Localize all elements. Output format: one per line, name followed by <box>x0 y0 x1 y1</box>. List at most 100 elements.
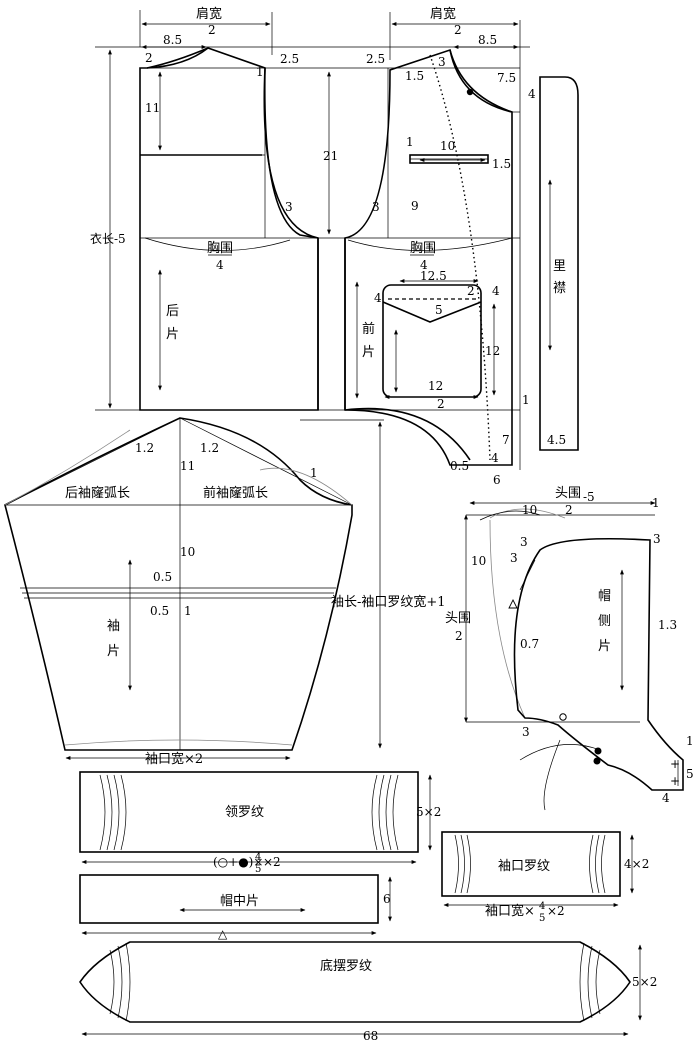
label-body-length: 衣长-5 <box>90 231 126 246</box>
sleeve-labels: 1.2 1.2 11 1 后袖窿弧长 前袖窿弧长 10 0.5 0.5 1 袖 … <box>65 441 446 767</box>
dim-0-5-c: 0.5 <box>150 604 169 618</box>
label-hem-rib: 底摆罗纹 <box>320 958 372 974</box>
dim-1-a: 1 <box>256 65 264 79</box>
dim-1-c: 1 <box>522 393 530 407</box>
label-shoulder-front: 肩宽 <box>430 6 456 22</box>
front-piece-outline <box>344 48 513 466</box>
dim-2-b: 2 <box>454 23 462 37</box>
dim-cuff-4x2: 4×2 <box>624 857 649 871</box>
label-collar-formula-end: ×2 <box>263 855 281 869</box>
dim-1-5-a: 1.5 <box>405 69 424 83</box>
body-labels: 肩宽 肩宽 2 2 8.5 8.5 2 2.5 2.5 1 1.5 3 7.5 … <box>90 6 566 487</box>
dim-1-g: 1 <box>686 734 694 748</box>
dim-3-a: 3 <box>438 55 446 69</box>
hood-side-outline <box>513 537 684 791</box>
dim-10-b: 10 <box>180 545 195 559</box>
dim-1-e: 1 <box>184 604 192 618</box>
label-chest-front-den: 4 <box>420 258 428 272</box>
svg-text:+: + <box>670 757 680 771</box>
collar-frac-den: 5 <box>255 864 261 875</box>
dim-4-c: 4 <box>492 284 500 298</box>
hood-center-piece: 帽中片 6 △ <box>79 874 392 941</box>
dim-1-b: 1 <box>406 135 414 149</box>
collar-rib-piece: 领罗纹 5×2 (○+●)× 4 5 ×2 <box>79 771 441 875</box>
label-hood-side-3: 片 <box>598 639 611 654</box>
dim-6: 6 <box>493 473 501 487</box>
dim-1-3: 1.3 <box>658 618 677 632</box>
body-draft <box>95 10 579 470</box>
dim-4-b: 4 <box>374 291 382 305</box>
dim-21: 21 <box>323 149 338 163</box>
label-hood-center: 帽中片 <box>220 893 259 909</box>
dim-12-a: 12 <box>485 344 500 358</box>
cuff-frac-den: 5 <box>539 913 545 924</box>
dim-4-e: 4 <box>662 791 670 805</box>
dim-4-d: 4 <box>491 451 499 465</box>
sleeve-outline <box>4 417 353 751</box>
dim-2-e: 2 <box>437 397 445 411</box>
cuff-frac-num: 4 <box>539 901 545 912</box>
dim-0-5-a: 0.5 <box>450 459 469 473</box>
dim-2-f: 2 <box>565 503 573 517</box>
label-sleeve-1: 袖 <box>107 619 120 634</box>
lining-piece <box>539 76 579 451</box>
label-lining-1: 里 <box>553 259 566 274</box>
collar-frac-num: 4 <box>255 852 261 863</box>
back-piece-outline <box>139 47 319 411</box>
dim-12-5: 12.5 <box>420 269 447 283</box>
dim-hem-5x2: 5×2 <box>632 975 657 989</box>
hem-rib-piece: 底摆罗纹 5×2 68 <box>79 941 657 1043</box>
dim-2-d: 2 <box>467 284 475 298</box>
label-back-1: 后 <box>166 304 179 319</box>
dim-12-b: 12 <box>428 379 443 393</box>
label-front-armhole: 前袖窿弧长 <box>203 485 268 501</box>
dim-3-c: 3 <box>372 200 380 214</box>
label-front-2: 片 <box>362 345 375 360</box>
dim-9: 9 <box>411 199 419 213</box>
label-cuff-width: 袖口宽×2 <box>145 751 203 767</box>
dim-3-g: 3 <box>522 725 530 739</box>
dim-11-b: 11 <box>180 459 195 473</box>
label-chest-back: 胸围 <box>207 241 233 256</box>
dim-1-2-b: 1.2 <box>200 441 219 455</box>
dim-3-d: 3 <box>520 535 528 549</box>
label-collar-formula: (○+●)× <box>213 855 263 869</box>
label-back-armhole: 后袖窿弧长 <box>65 486 130 501</box>
dim-5-b: 5 <box>686 767 694 781</box>
hood-draft: + + <box>464 501 684 811</box>
dim-3-e: 3 <box>653 532 661 546</box>
dim-collar-5x2: 5×2 <box>416 805 441 819</box>
label-head-top: 头围 <box>555 486 581 501</box>
dim-8-5-a: 8.5 <box>163 33 182 47</box>
dim-8-5-b: 8.5 <box>478 33 497 47</box>
dim-10-c: 10 <box>522 503 537 517</box>
dim-2-c: 2 <box>145 51 153 65</box>
cuff-rib-piece: 袖口罗纹 4×2 袖口宽× 4 5 ×2 <box>441 831 649 924</box>
dim-4-5: 4.5 <box>547 433 566 447</box>
label-collar-rib: 领罗纹 <box>225 805 264 820</box>
label-cuff-rib-formula: 袖口宽× <box>485 903 535 919</box>
label-sleeve-length: 袖长-袖口罗纹宽+1 <box>331 594 446 610</box>
dim-10-a: 10 <box>440 139 455 153</box>
dim-0-7: 0.7 <box>520 637 539 651</box>
dim-5-a: 5 <box>435 303 443 317</box>
dim-7: 7 <box>502 433 510 447</box>
dim-2-a: 2 <box>208 23 216 37</box>
label-chest-front: 胸围 <box>410 241 436 256</box>
label-back-2: 片 <box>166 327 179 342</box>
svg-text:+: + <box>670 774 680 788</box>
label-chest-back-den: 4 <box>216 258 224 272</box>
dim-1-f: 1 <box>652 496 660 510</box>
dim-2-5-b: 2.5 <box>366 52 385 66</box>
label-sleeve-2: 片 <box>107 644 120 659</box>
dim-hem-68: 68 <box>363 1029 378 1043</box>
dim-4-a: 4 <box>528 87 536 101</box>
dim-3-f: 3 <box>510 551 518 565</box>
label-front-1: 前 <box>362 321 375 337</box>
dim-1-5-b: 1.5 <box>492 157 511 171</box>
dim-hood-6: 6 <box>383 892 391 906</box>
dim-0-5-b: 0.5 <box>153 570 172 584</box>
dim-7-5: 7.5 <box>497 71 516 85</box>
label-triangle: △ <box>218 927 228 941</box>
